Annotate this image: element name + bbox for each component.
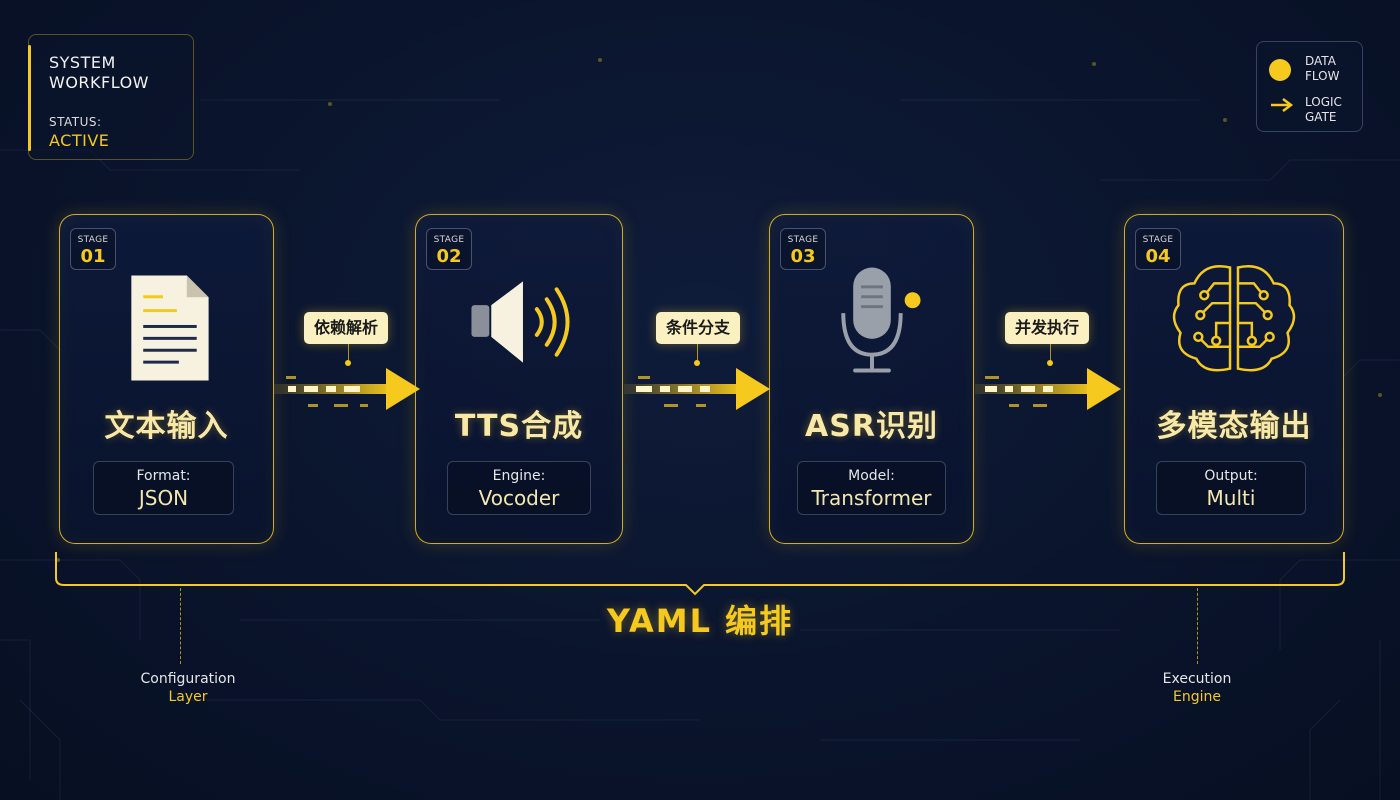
dot-icon [1269, 59, 1291, 81]
info-value: Multi [1206, 486, 1256, 510]
info-value: Transformer [811, 486, 932, 510]
stage-info-box: Output: Multi [1156, 461, 1306, 515]
flow-arrow-1 [274, 368, 420, 410]
connector-label-dependency-resolution: 依赖解析 [304, 312, 389, 344]
execution-dashed-line [1197, 588, 1198, 664]
stage-info-box: Engine: Vocoder [447, 461, 591, 515]
yaml-orchestration-title: YAML 编排 [606, 602, 794, 640]
arrow-right-icon [1271, 98, 1294, 112]
stage-title: 文本输入 [104, 409, 229, 444]
stage-label: STAGE [787, 235, 819, 245]
stage-info-box: Model: Transformer [797, 461, 946, 515]
info-label: Engine: [492, 468, 546, 484]
connector-stem [697, 344, 698, 361]
flow-arrow-2 [624, 368, 770, 410]
stage-number: 04 [1145, 246, 1171, 267]
stage-label: STAGE [77, 235, 109, 245]
info-label: Output: [1204, 468, 1258, 484]
status-label: STATUS: [49, 115, 102, 129]
configuration-layer-label: Configuration Layer [118, 670, 258, 706]
status-value: ACTIVE [49, 131, 110, 150]
stage-card-04[interactable]: STAGE 04 多模态输出 Output: Multi [1124, 214, 1344, 544]
stage-label: STAGE [1142, 235, 1174, 245]
connector-stem [1050, 344, 1051, 361]
speaker-icon [471, 281, 570, 363]
legend-label-logic-gate: LOGIC GATE [1305, 95, 1342, 124]
stage-badge: STAGE 02 [426, 228, 472, 270]
connector-dot [1047, 360, 1053, 366]
flow-arrow-3 [975, 368, 1121, 410]
system-status-panel: SYSTEM WORKFLOW STATUS: ACTIVE [28, 34, 194, 160]
stage-badge: STAGE 04 [1135, 228, 1181, 270]
stage-badge: STAGE 03 [780, 228, 826, 270]
footer-right-label: Execution [1162, 671, 1232, 687]
connector-dot [345, 360, 351, 366]
connector-label-concurrent-execution: 并发执行 [1005, 312, 1090, 344]
stage-title: ASR识别 [805, 409, 938, 444]
document-icon [131, 275, 209, 381]
execution-engine-label: Execution Engine [1127, 670, 1267, 706]
stage-number: 03 [790, 246, 816, 267]
stage-info-box: Format: JSON [93, 461, 234, 515]
info-value: JSON [138, 486, 189, 510]
microphone-icon [841, 267, 921, 373]
stage-number: 02 [436, 246, 462, 267]
connector-stem [348, 344, 349, 361]
stage-card-01[interactable]: STAGE 01 文本输入 Format: JSON [59, 214, 274, 544]
legend: DATA FLOW LOGIC GATE [1256, 41, 1363, 132]
info-label: Model: [848, 468, 895, 484]
stage-badge: STAGE 01 [70, 228, 116, 270]
footer-left-label: Configuration [140, 671, 236, 687]
info-label: Format: [136, 468, 191, 484]
footer-left-sub: Layer [168, 689, 208, 705]
system-title: SYSTEM WORKFLOW [49, 53, 149, 92]
legend-label-data-flow: DATA FLOW [1305, 54, 1340, 83]
orchestration-bracket [55, 552, 1345, 596]
brain-circuit-icon [1172, 265, 1296, 372]
stage-label: STAGE [433, 235, 465, 245]
connector-dot [694, 360, 700, 366]
config-dashed-line [180, 588, 181, 664]
stage-title: TTS合成 [454, 409, 584, 444]
stage-title: 多模态输出 [1156, 409, 1312, 444]
connector-label-conditional-branch: 条件分支 [656, 312, 741, 344]
stage-card-02[interactable]: STAGE 02 TTS合成 Engine: Vocoder [415, 214, 623, 544]
footer-right-sub: Engine [1173, 689, 1221, 705]
info-value: Vocoder [478, 486, 560, 510]
stage-number: 01 [80, 246, 106, 267]
stage-card-03[interactable]: STAGE 03 ASR识别 Model: Transformer [769, 214, 974, 544]
